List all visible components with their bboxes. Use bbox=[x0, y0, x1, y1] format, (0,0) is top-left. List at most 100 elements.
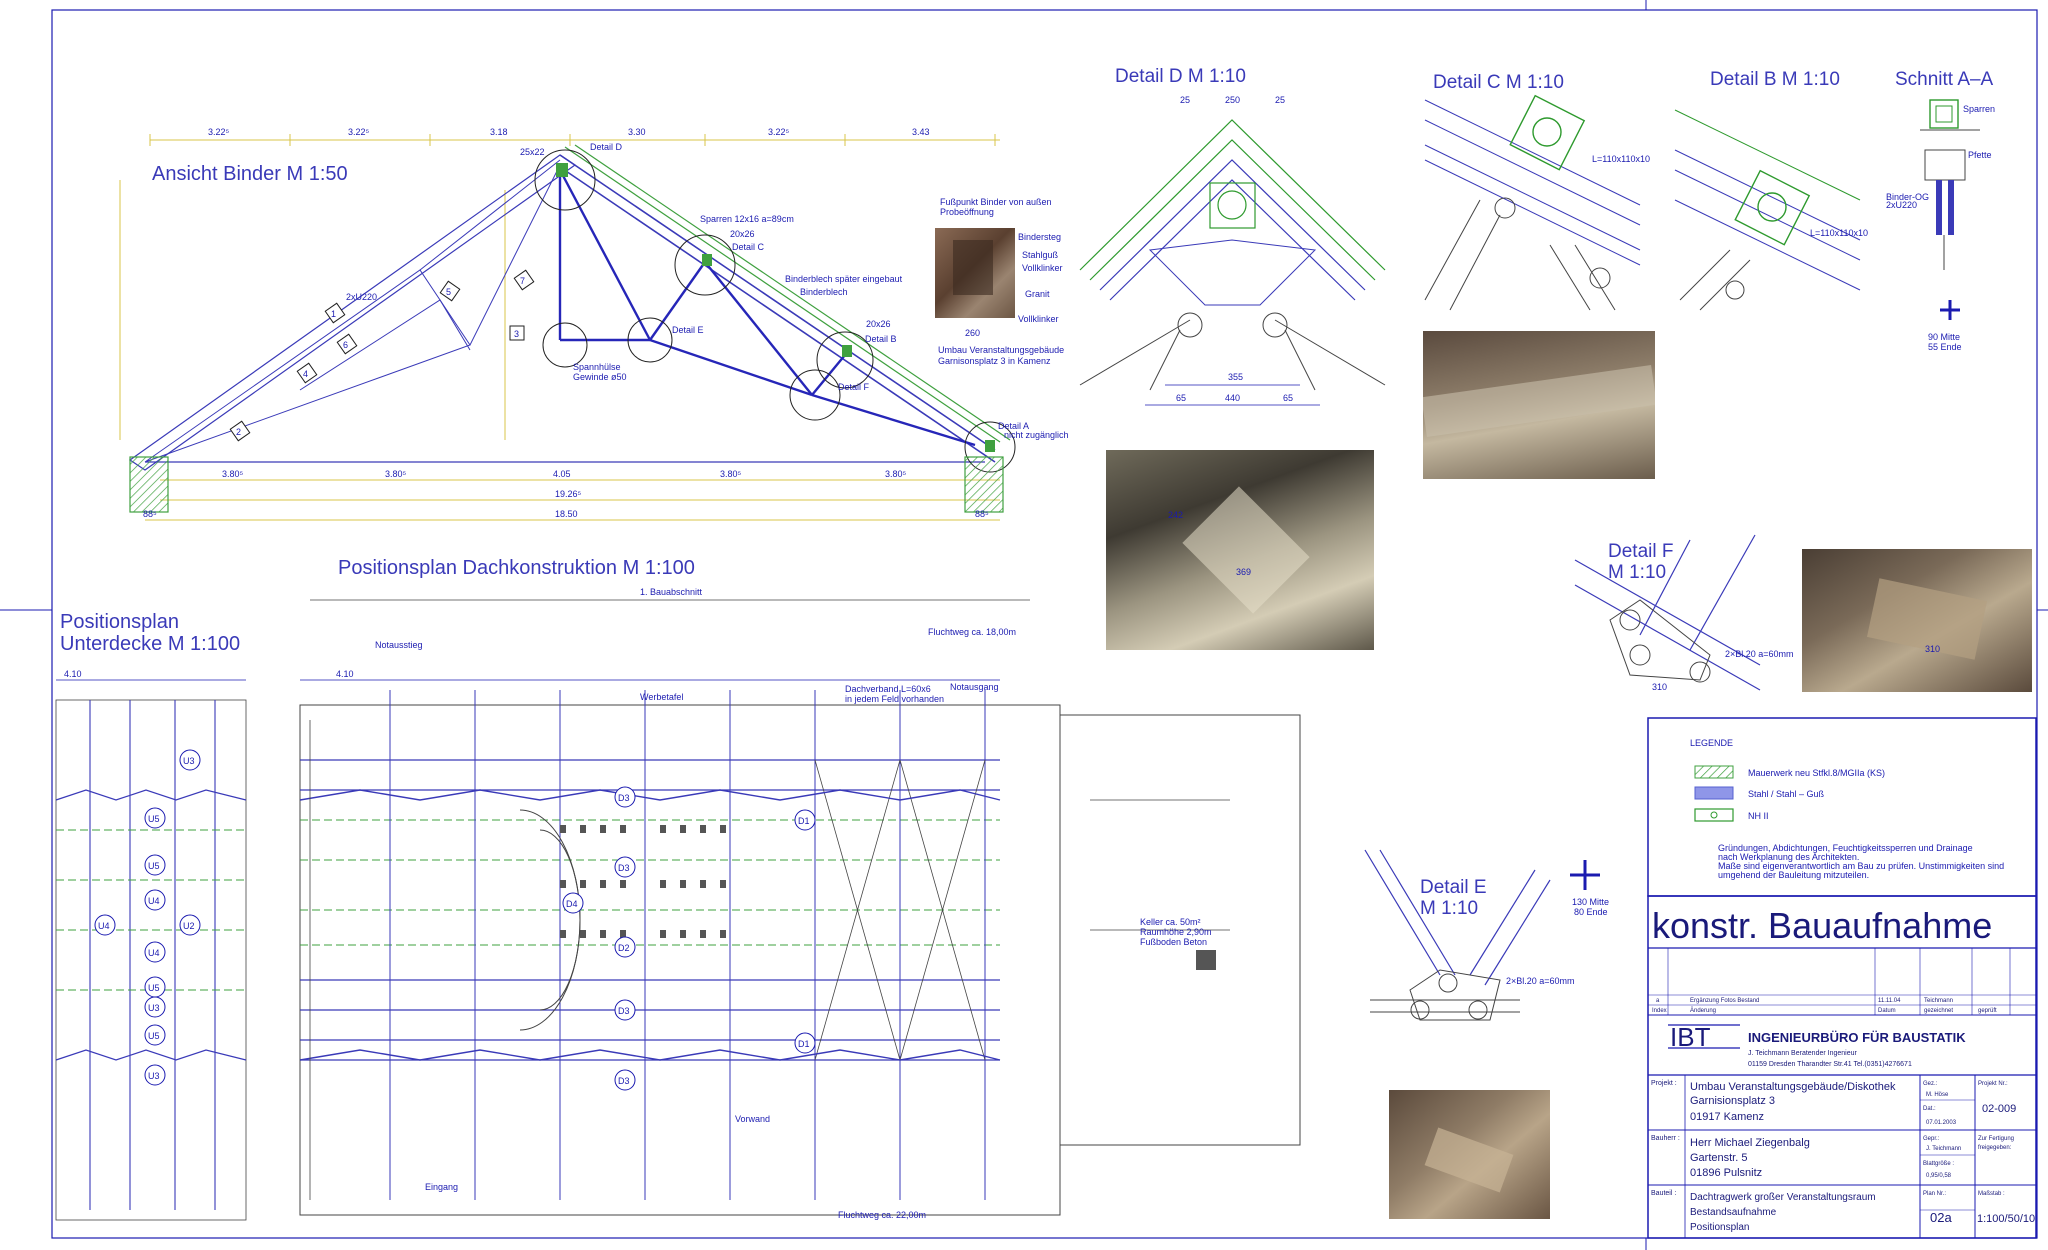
photo-note-title-2: Probeöffnung bbox=[940, 207, 994, 217]
legend-note: nach Werkplanung des Architekten. bbox=[1718, 852, 1859, 862]
bauteil-line-3: Positionsplan bbox=[1690, 1222, 1749, 1233]
title-detail-d: Detail D M 1:10 bbox=[1115, 66, 1246, 87]
dat-value: 07.01.2003 bbox=[1926, 1120, 1957, 1126]
pos-d: D3 bbox=[618, 863, 630, 873]
detail-e-drawing bbox=[1364, 849, 1600, 1021]
label-detail-a-1: Detail A bbox=[998, 421, 1029, 431]
bauteil-label: Bauteil : bbox=[1651, 1190, 1676, 1197]
label-sparren: Sparren 12x16 a=89cm bbox=[700, 214, 794, 224]
pos-number: 7 bbox=[520, 276, 525, 286]
rev-index: a bbox=[1656, 998, 1660, 1004]
photo-note-title-1: Fußpunkt Binder von außen bbox=[940, 197, 1052, 207]
pos-u: U5 bbox=[148, 861, 160, 871]
plan-notausstieg: Notausstieg bbox=[375, 640, 423, 650]
detail-d-dim: 355 bbox=[1228, 372, 1243, 382]
bauherr-label: Bauherr : bbox=[1651, 1135, 1680, 1142]
title-ansicht-binder: Ansicht Binder M 1:50 bbox=[152, 163, 348, 185]
projekt-line-2: Garnisionsplatz 3 bbox=[1690, 1095, 1775, 1107]
label-20x26-a: 20x26 bbox=[730, 229, 755, 239]
big-title: konstr. Bauaufnahme bbox=[1652, 905, 1992, 946]
fertigung-2: freigegeben: bbox=[1978, 1145, 2012, 1151]
binder-total-2: 18.50 bbox=[555, 509, 578, 519]
photo-detail-e bbox=[1389, 1090, 1550, 1219]
pos-number: 4 bbox=[303, 369, 308, 379]
dat-label: Dat.: bbox=[1923, 1106, 1936, 1112]
title-schnitt-aa: Schnitt A–A bbox=[1895, 69, 1994, 90]
truss-position-boxes bbox=[229, 269, 535, 442]
bauherr-line-1: Herr Michael Ziegenbalg bbox=[1690, 1137, 1810, 1149]
pos-number: 2 bbox=[236, 427, 241, 437]
photo-note-caption-1: Umbau Veranstaltungsgebäude bbox=[938, 345, 1064, 355]
detail-d-dim: 250 bbox=[1225, 95, 1240, 105]
detail-e-ende: 80 Ende bbox=[1574, 907, 1608, 917]
photo-note-label: Vollklinker bbox=[1018, 314, 1059, 324]
photo-note-label: Granit bbox=[1025, 289, 1050, 299]
binder-bottom-dim: 4.05 bbox=[553, 469, 571, 479]
fluchtweg-bottom: Fluchtweg ca. 22,00m bbox=[838, 1210, 926, 1220]
title-detail-b: Detail B M 1:10 bbox=[1710, 69, 1840, 90]
pos-number: 1 bbox=[331, 309, 336, 319]
pos-d: D3 bbox=[618, 1076, 630, 1086]
truss-elevation bbox=[119, 134, 1016, 521]
binder-bottom-dim: 3.80⁵ bbox=[720, 469, 742, 479]
label-detail-c: Detail C bbox=[732, 242, 765, 252]
bauherr-line-3: 01896 Pulsnitz bbox=[1690, 1167, 1762, 1179]
massstab-label: Maßstab : bbox=[1978, 1191, 2005, 1197]
schnitt-label: 90 Mitte bbox=[1928, 332, 1960, 342]
binder-top-dim: 3.22⁵ bbox=[348, 127, 370, 137]
legend-box bbox=[1647, 717, 2037, 897]
label-25x22: 25x22 bbox=[520, 147, 545, 157]
label-2xu220: 2xU220 bbox=[346, 292, 377, 302]
rev-text: Ergänzung Fotos Bestand bbox=[1690, 998, 1759, 1004]
detail-d-dim: 65 bbox=[1283, 393, 1293, 403]
legend-item: Mauerwerk neu Stfkl.8/MGIIa (KS) bbox=[1748, 768, 1885, 778]
legend-note: Maße sind eigenverantwortlich am Bau zu … bbox=[1718, 861, 2004, 871]
gepr-value: J. Teichmann bbox=[1926, 1146, 1961, 1152]
rev-by: Teichmann bbox=[1924, 998, 1953, 1004]
binder-end-right: 88⁵ bbox=[975, 509, 989, 519]
ibt-logo-shape bbox=[1668, 1024, 1740, 1049]
rev-date: 11.11.04 bbox=[1878, 998, 1901, 1004]
schnitt-label: Sparren bbox=[1963, 104, 1995, 114]
detail-b-drawing bbox=[1674, 109, 1861, 311]
pos-d: D1 bbox=[798, 1039, 810, 1049]
col-date: Datum bbox=[1878, 1008, 1896, 1014]
detail-f-drawing bbox=[1574, 534, 1761, 691]
pos-u: U5 bbox=[148, 983, 160, 993]
plan-keller-2: Raumhöhe 2,90m bbox=[1140, 927, 1212, 937]
detail-d-dim: 440 bbox=[1225, 393, 1240, 403]
section-aa-drawing bbox=[1920, 99, 1980, 320]
photo-dim: 310 bbox=[1925, 644, 1940, 654]
plan-keller-1: Keller ca. 50m² bbox=[1140, 917, 1201, 927]
detail-d-dim: 65 bbox=[1176, 393, 1186, 403]
pos-u: U3 bbox=[183, 756, 195, 766]
title-detail-f-2: M 1:10 bbox=[1608, 562, 1666, 583]
binder-top-dim: 3.22⁵ bbox=[768, 127, 790, 137]
gez-value: M. Höse bbox=[1926, 1092, 1949, 1098]
label-binderblech-2: Binderblech bbox=[800, 287, 848, 297]
col-checked: geprüft bbox=[1978, 1008, 1997, 1014]
detail-e-plate: 2×Bl.20 a=60mm bbox=[1506, 976, 1575, 986]
detail-d-dim: 25 bbox=[1275, 95, 1285, 105]
col-drawn: gezeichnet bbox=[1924, 1008, 1953, 1014]
binder-top-dim: 3.43 bbox=[912, 127, 930, 137]
col-change: Änderung bbox=[1690, 1007, 1716, 1014]
photo-note-dim: 260 bbox=[965, 328, 980, 338]
plan-eingang: Eingang bbox=[425, 1182, 458, 1192]
title-detail-c: Detail C M 1:10 bbox=[1433, 72, 1564, 93]
bauabschnitt-label: 1. Bauabschnitt bbox=[640, 587, 703, 597]
label-spannhuelse-1: Spannhülse bbox=[573, 362, 621, 372]
legend-title: LEGENDE bbox=[1690, 738, 1733, 748]
sheet-frame bbox=[51, 9, 2038, 1239]
company-line2: J. Teichmann Beratender Ingenieur bbox=[1748, 1050, 1857, 1057]
pos-number: 3 bbox=[514, 329, 519, 339]
text-layer: Ansicht Binder M 1:50 Positionsplan Dach… bbox=[60, 66, 2035, 1233]
pos-u: U5 bbox=[148, 1031, 160, 1041]
gez-label: Gez.: bbox=[1923, 1081, 1938, 1087]
title-unterdecke-1: Positionsplan bbox=[60, 611, 179, 633]
photo-note-label: Stahlguß bbox=[1022, 250, 1059, 260]
plan-dim-410: 4.10 bbox=[336, 669, 354, 679]
title-detail-f-1: Detail F bbox=[1608, 541, 1673, 562]
schnitt-label: 55 Ende bbox=[1928, 342, 1962, 352]
